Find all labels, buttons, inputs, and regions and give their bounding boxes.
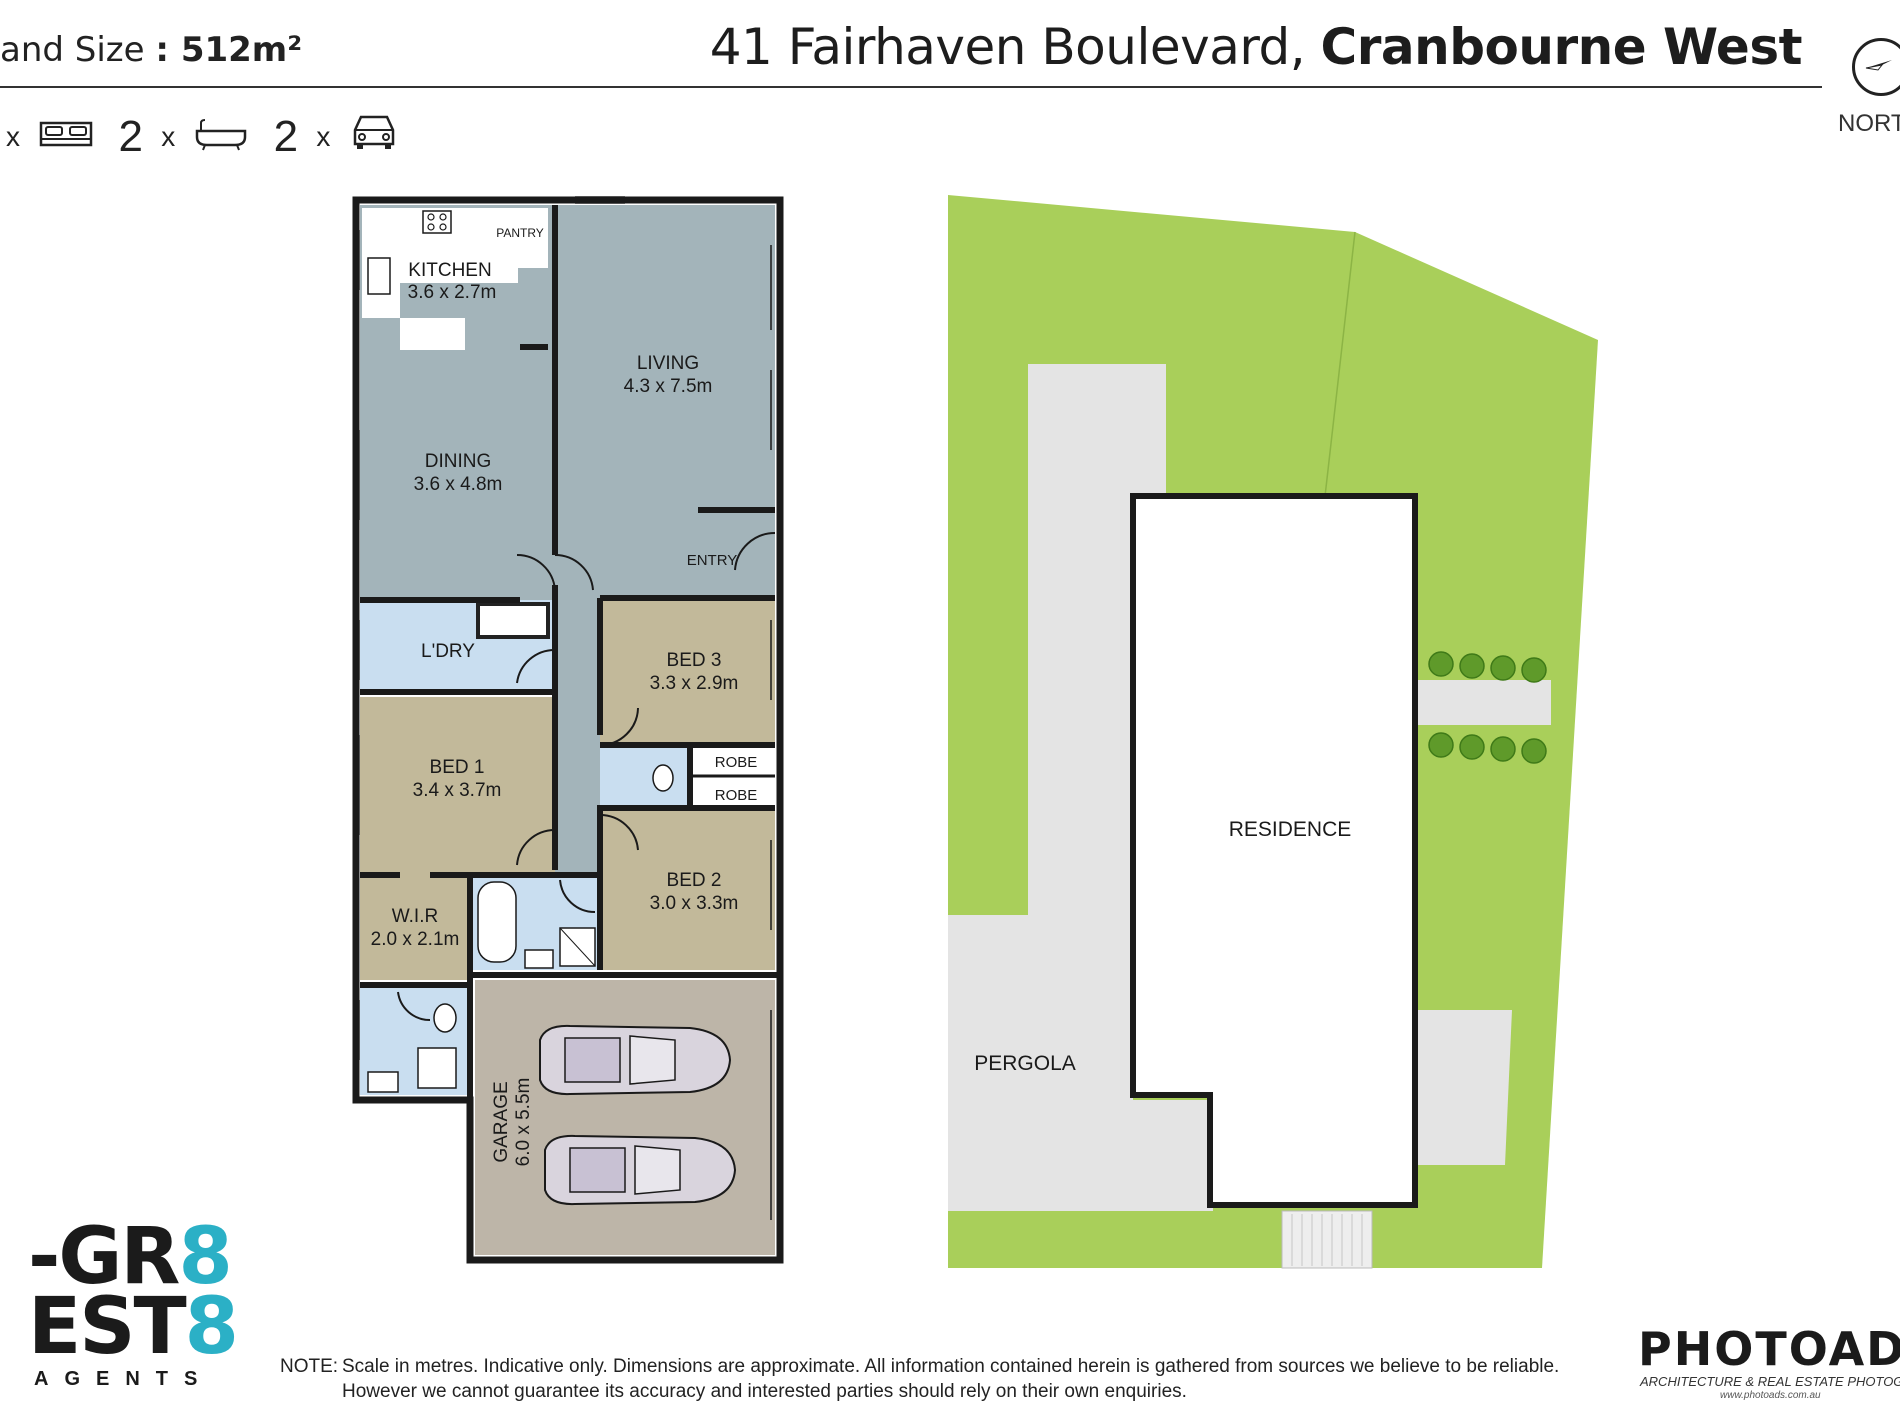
- agency-line2-b: 8: [184, 1282, 239, 1372]
- residence-label: RESIDENCE: [1229, 818, 1352, 841]
- car-icon: [539, 1024, 732, 1096]
- bed-count: x: [6, 121, 20, 153]
- car-x: x: [316, 121, 331, 153]
- header-divider: [0, 86, 1822, 88]
- living-area: [555, 205, 775, 600]
- hallway: [555, 590, 600, 875]
- bed3-name: BED 3: [667, 650, 722, 671]
- robe-a-name: ROBE: [715, 754, 758, 771]
- garage-name: GARAGE: [491, 1081, 512, 1162]
- bed2-name: BED 2: [667, 870, 722, 891]
- bed2-room: [600, 810, 775, 970]
- land-size-value: : 512m²: [155, 30, 303, 70]
- kitchen-dims: 3.6 x 2.7m: [408, 282, 497, 303]
- agency-sub: AGENTS: [34, 1368, 214, 1390]
- wir-dims: 2.0 x 2.1m: [371, 929, 460, 950]
- photographer-url: www.photoads.com.au: [1720, 1390, 1821, 1401]
- agency-line2-a: EST: [28, 1282, 187, 1372]
- note-line-2: However we cannot guarantee its accuracy…: [342, 1381, 1187, 1402]
- bed1-room: [360, 697, 555, 875]
- bath-x: x: [161, 121, 176, 153]
- bed3-dims: 3.3 x 2.9m: [650, 673, 739, 694]
- bed1-dims: 3.4 x 3.7m: [413, 780, 502, 801]
- wir-room: [360, 875, 470, 980]
- note-line-1: Scale in metres. Indicative only. Dimens…: [342, 1356, 1560, 1377]
- land-size-label: and Size: [0, 30, 145, 70]
- agency-line1-b: 8: [178, 1212, 232, 1302]
- address-suburb: Cranbourne West: [1320, 18, 1803, 76]
- bed-icon: [38, 112, 106, 161]
- car-icon: [349, 113, 399, 162]
- entry-name: ENTRY: [687, 552, 738, 569]
- pergola-label: PERGOLA: [974, 1052, 1076, 1075]
- bed3-room: [600, 600, 775, 745]
- property-address: 41 Fairhaven Boulevard, Cranbourne West: [709, 18, 1803, 76]
- north-label: NORT: [1838, 110, 1900, 137]
- north-arrow-icon: [1852, 38, 1900, 96]
- residence-footprint: [1130, 493, 1418, 1208]
- car-icon: [544, 1134, 737, 1206]
- bed1-name: BED 1: [430, 757, 485, 778]
- shrub-icon: [1428, 651, 1547, 764]
- car-count: 2: [273, 112, 299, 162]
- land-size: and Size : 512m²: [0, 30, 302, 70]
- dining-dims: 3.6 x 4.8m: [414, 474, 503, 495]
- kitchen-name: KITCHEN: [408, 260, 491, 281]
- bath-icon: [193, 112, 261, 161]
- bath-count: 2: [118, 112, 143, 162]
- feature-summary: x 2 x 2 x: [0, 110, 399, 163]
- laundry-name: L'DRY: [421, 641, 475, 662]
- dining-name: DINING: [425, 451, 492, 472]
- robe-b-name: ROBE: [715, 787, 758, 804]
- toilet-room: [600, 745, 690, 805]
- garage-dims: 6.0 x 5.5m: [513, 1078, 534, 1167]
- bed2-dims: 3.0 x 3.3m: [650, 893, 739, 914]
- photographer-logo: PHOTOADS: [1638, 1322, 1900, 1376]
- garage-room: [475, 980, 775, 1255]
- pantry-name: PANTRY: [496, 226, 544, 240]
- agency-logo: -GR8 EST8: [28, 1218, 239, 1366]
- note-tag: NOTE:: [280, 1356, 339, 1377]
- agency-line1-a: -GR: [28, 1212, 180, 1302]
- wir-name: W.I.R: [392, 906, 438, 927]
- living-dims: 4.3 x 7.5m: [624, 376, 713, 397]
- pergola-area: [948, 915, 1133, 1211]
- photographer-sub: ARCHITECTURE & REAL ESTATE PHOTOGRAPHY: [1640, 1374, 1900, 1389]
- living-name: LIVING: [637, 353, 699, 374]
- address-street: 41 Fairhaven Boulevard,: [709, 18, 1306, 76]
